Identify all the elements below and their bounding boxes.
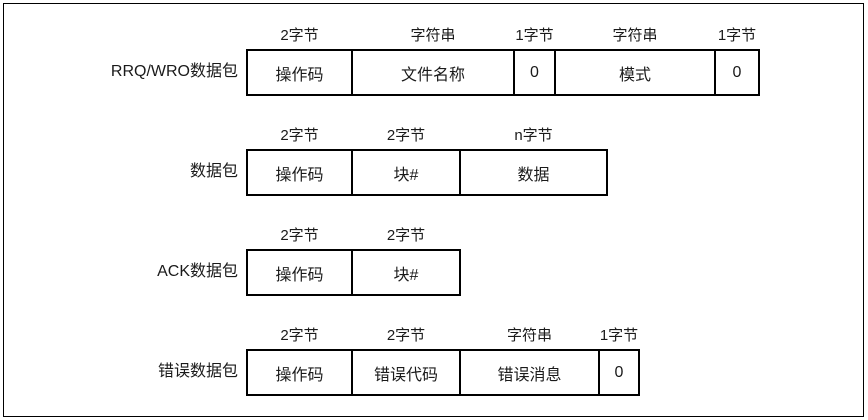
packet-fields: 2字节 操作码 2字节 块# n字节 数据 [246,125,608,196]
field-box: 错误消息 [459,349,600,396]
field-size-label: 1字节 [717,27,757,44]
packet-row-data: 数据包 2字节 操作码 2字节 块# n字节 数据 [0,125,868,196]
field-opcode: 2字节 操作码 [246,225,353,296]
packet-row-ack: ACK数据包 2字节 操作码 2字节 块# [0,225,868,296]
field-size-label: 字符串 [612,27,658,44]
field-data: n字节 数据 [459,125,608,196]
field-zero: 1字节 0 [513,25,556,96]
field-filename: 字符串 文件名称 [351,25,515,96]
field-opcode: 2字节 操作码 [246,25,353,96]
field-size-label: 2字节 [280,127,319,144]
field-block-number: 2字节 块# [351,125,461,196]
field-size-label: n字节 [514,127,553,144]
field-box: 数据 [459,149,608,196]
field-size-label: 字符串 [410,27,456,44]
field-box: 错误代码 [351,349,461,396]
packet-format-diagram: RRQ/WRO数据包 2字节 操作码 字符串 文件名称 1字节 0 字符串 模式… [0,25,868,396]
field-box: 操作码 [246,49,353,96]
field-size-label: 1字节 [599,327,639,344]
field-box: 操作码 [246,149,353,196]
field-size-label: 2字节 [280,227,319,244]
field-mode: 字符串 模式 [554,25,716,96]
packet-row-label: 错误数据包 [157,363,238,380]
field-box: 0 [598,349,640,396]
field-box: 块# [351,149,461,196]
field-size-label: 2字节 [280,27,319,44]
field-size-label: 字符串 [506,327,552,344]
packet-row-label: 数据包 [189,163,238,180]
field-opcode: 2字节 操作码 [246,325,353,396]
field-box: 0 [714,49,760,96]
field-box: 模式 [554,49,716,96]
field-box: 块# [351,249,461,296]
packet-row-label: RRQ/WRO数据包 [110,63,238,80]
field-size-label: 2字节 [386,127,426,144]
field-box: 操作码 [246,349,353,396]
packet-fields: 2字节 操作码 字符串 文件名称 1字节 0 字符串 模式 1字节 0 [246,25,760,96]
packet-row-label: ACK数据包 [157,263,238,280]
field-size-label: 2字节 [386,327,426,344]
packet-row-rrq-wrq: RRQ/WRO数据包 2字节 操作码 字符串 文件名称 1字节 0 字符串 模式… [0,25,868,96]
packet-fields: 2字节 操作码 2字节 错误代码 字符串 错误消息 1字节 0 [246,325,640,396]
field-box: 0 [513,49,556,96]
packet-row-error: 错误数据包 2字节 操作码 2字节 错误代码 字符串 错误消息 1字节 0 [0,325,868,396]
field-box: 操作码 [246,249,353,296]
field-size-label: 1字节 [515,27,554,44]
field-box: 文件名称 [351,49,515,96]
field-block-number: 2字节 块# [351,225,461,296]
field-error-code: 2字节 错误代码 [351,325,461,396]
field-size-label: 2字节 [386,227,426,244]
packet-fields: 2字节 操作码 2字节 块# [246,225,461,296]
field-zero: 1字节 0 [598,325,640,396]
field-error-message: 字符串 错误消息 [459,325,600,396]
field-size-label: 2字节 [280,327,319,344]
field-opcode: 2字节 操作码 [246,125,353,196]
field-zero: 1字节 0 [714,25,760,96]
